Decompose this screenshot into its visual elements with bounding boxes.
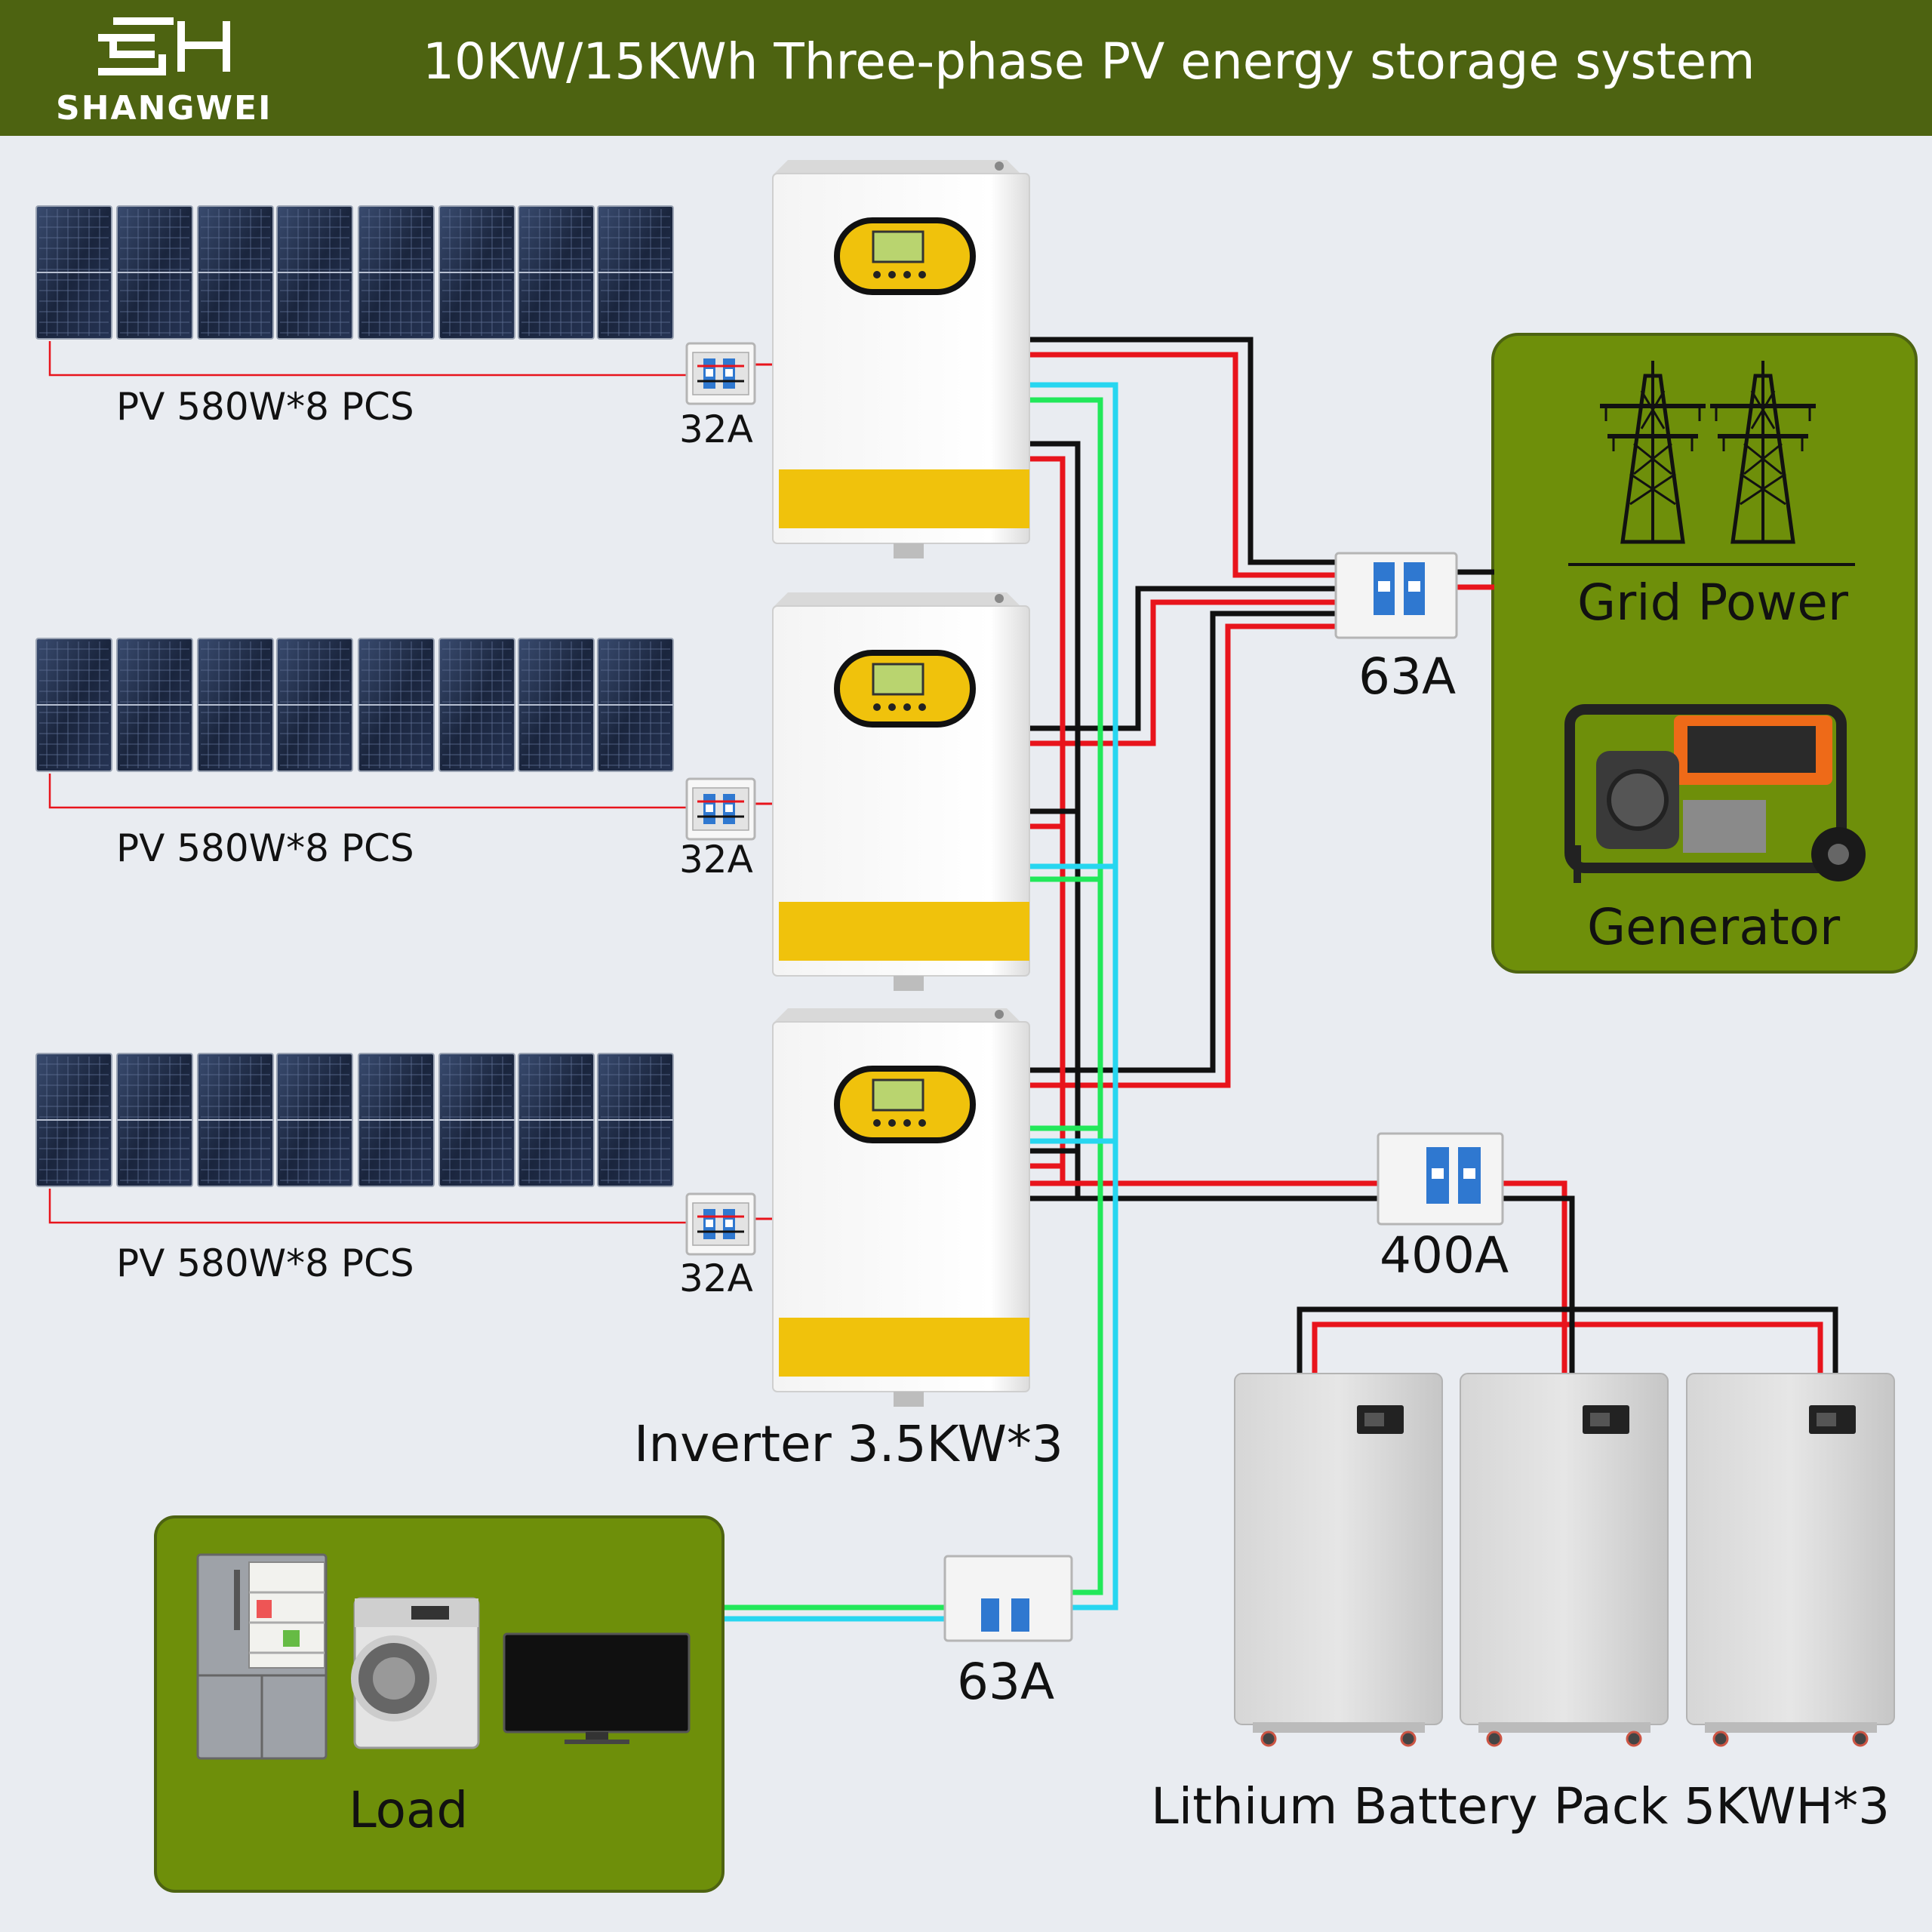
washing-machine-icon (351, 1597, 480, 1749)
generator-icon (1564, 704, 1866, 883)
pv-breaker-rating: 32A (679, 1257, 753, 1300)
circuit-breaker-icon (1334, 552, 1458, 639)
battery-pack-2 (1459, 1372, 1669, 1747)
wiring (48, 337, 1838, 1622)
grid-power-label: Grid Power (1577, 574, 1849, 632)
circuit-breaker-icon (1377, 1132, 1504, 1226)
load-breaker-rating: 63A (957, 1653, 1055, 1711)
circuit-breaker-icon (685, 1192, 756, 1256)
inverter-3 (773, 1008, 1029, 1407)
pv-array-label: PV 580W*8 PCS (116, 826, 414, 870)
refrigerator-icon (196, 1553, 328, 1760)
generator-label: Generator (1587, 898, 1841, 956)
battery-breaker-rating: 400A (1380, 1226, 1509, 1284)
pv-array-label: PV 580W*8 PCS (116, 1241, 414, 1285)
pv-array-3 (35, 1053, 674, 1187)
inverter-2 (773, 592, 1029, 991)
battery-pack-1 (1233, 1372, 1444, 1747)
battery-label: Lithium Battery Pack 5KWH*3 (1151, 1777, 1890, 1835)
header-bar (0, 0, 1932, 136)
inverter-label: Inverter 3.5KW*3 (634, 1415, 1063, 1473)
pv-array-2 (35, 638, 674, 772)
pv-breaker-rating: 32A (679, 838, 753, 881)
page-title: 10KW/15KWh Three-phase PV energy storage… (423, 32, 1755, 91)
logo-icon (98, 17, 230, 75)
pv-breaker-rating: 32A (679, 408, 753, 451)
television-icon (503, 1632, 691, 1744)
brand-name: SHANGWEI (56, 89, 272, 128)
circuit-breaker-icon (943, 1555, 1073, 1642)
pv-array-1 (35, 205, 674, 340)
grid-breaker-rating: 63A (1358, 648, 1457, 706)
circuit-breaker-icon (685, 777, 756, 841)
inverter-1 (773, 160, 1029, 558)
battery-pack-3 (1685, 1372, 1896, 1747)
load-label: Load (349, 1781, 469, 1839)
pv-array-label: PV 580W*8 PCS (116, 385, 414, 429)
circuit-breaker-icon (685, 342, 756, 405)
